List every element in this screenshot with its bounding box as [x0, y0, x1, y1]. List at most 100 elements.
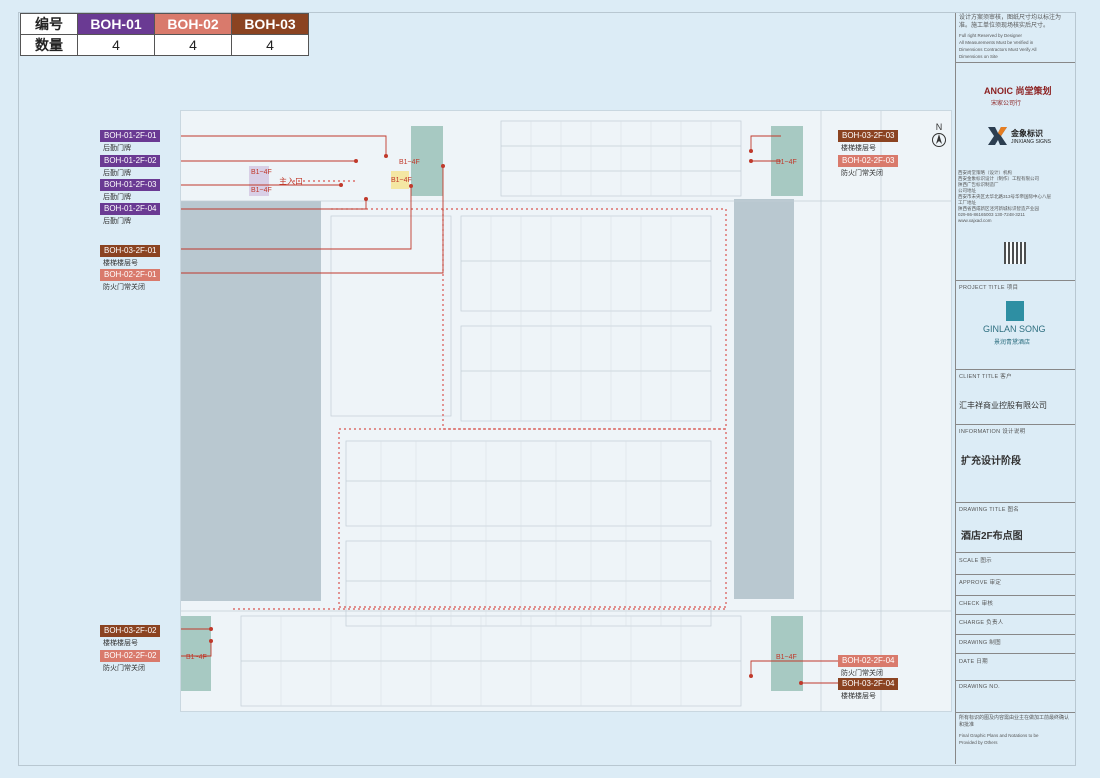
qr-code-icon	[1004, 242, 1026, 264]
callout-boh-01-2f-04: BOH-01-2F-04	[100, 203, 161, 215]
legend-boh01-code: BOH-01	[77, 13, 155, 35]
leader-lines	[181, 135, 841, 684]
callout-boh-03-2f-04-sub: 楼梯楼层号	[841, 693, 876, 700]
legend-boh02-qty: 4	[154, 34, 232, 56]
company-line: 西安尚堂策略（设计）机构	[958, 170, 1012, 175]
stair-south-west	[181, 616, 211, 691]
legend-code-label: 编号	[20, 13, 78, 35]
footer-cn: 所有标识的图及内容需由业主在做加工前最终确认和批准	[959, 715, 1070, 728]
floor-plan: B1~4F B1~4F B1~4F B1~4F B1~4F B1~4F B1~4…	[180, 110, 952, 712]
legend-boh02-code: BOH-02	[154, 13, 232, 35]
east-block	[734, 199, 794, 599]
callout-boh-01-2f-02-sub: 后勤门牌	[103, 170, 131, 177]
room-grid	[181, 111, 951, 711]
company-line: 029-86-86165003 130-7248-3211	[958, 212, 1025, 217]
west-block	[181, 201, 321, 601]
callout-boh-02-2f-04: BOH-02-2F-04	[838, 655, 899, 667]
callout-boh-01-2f-02: BOH-01-2F-02	[100, 155, 161, 167]
stair-label-entrance: B1~4F	[391, 177, 412, 184]
stair-north-west	[411, 126, 443, 196]
notes-en: Full right Reserved by Designer All Meas…	[959, 32, 1071, 60]
project-logo: GINLAN SONG	[983, 324, 1046, 334]
footer-en-line: Final Graphic Plans and Notations to be	[959, 733, 1039, 738]
project-logo-sub: 景润青黛酒店	[994, 340, 1031, 346]
callout-boh-02-2f-01-sub: 防火门常关闭	[103, 284, 145, 291]
notes-en-line: Full right Reserved by Designer	[959, 33, 1023, 38]
callout-boh-03-2f-02: BOH-03-2F-02	[100, 625, 161, 637]
stair-label-north-west: B1~4F	[399, 159, 420, 166]
project-logo-icon	[1006, 301, 1024, 321]
notes-en-line: All Measurements Must be Verified in	[959, 40, 1034, 45]
client-name: 汇丰祥商业控股有限公司	[959, 401, 1047, 410]
brand2-sub: JINXIANG SIGNS	[1011, 139, 1052, 145]
callout-boh-02-2f-02-sub: 防火门常关闭	[103, 665, 145, 672]
title-block: 设计方案须审核，图纸尺寸均以标注为准。施工单位须现场核实后尺寸。 Full ri…	[955, 12, 1076, 764]
company-line: 西安金象标识设计（制作）工程有限公司	[958, 176, 1039, 181]
north-arrow-icon	[932, 133, 946, 147]
callout-boh-03-2f-03-sub: 楼梯楼层号	[841, 145, 876, 152]
notes-en-line: Dimensions on Site	[959, 54, 998, 59]
company-line: 西安市未央区太华北路313号华帝国际中心八层	[958, 194, 1052, 199]
drawing-title-label: DRAWING TITLE 图名	[959, 507, 1020, 513]
room-dividers	[280, 121, 712, 706]
leader-dots	[209, 149, 803, 685]
approve-label: APPROVE 审定	[959, 580, 1002, 586]
callout-boh-01-2f-01: BOH-01-2F-01	[100, 130, 161, 142]
stair-label-south-east: B1~4F	[776, 654, 797, 661]
design-phase: 扩充设计阶段	[961, 456, 1021, 467]
company-line: www.xajxad.com	[958, 218, 992, 223]
north-label: N	[935, 122, 943, 132]
fire-zones	[233, 180, 727, 610]
drawing-no-label: DRAWING NO.	[959, 684, 1000, 690]
company-info: 西安尚堂策略（设计）机构 西安金象标识设计（制作）工程有限公司 陕西广告标识制造…	[958, 170, 1074, 224]
stair-label-boh-2: B1~4F	[251, 187, 272, 194]
callout-boh-02-2f-03: BOH-02-2F-03	[838, 155, 899, 167]
callout-boh-03-2f-01: BOH-03-2F-01	[100, 245, 161, 257]
footer-en: Final Graphic Plans and Notations to be …	[959, 732, 1073, 746]
callout-boh-03-2f-04: BOH-03-2F-04	[838, 678, 899, 690]
drawing-name: 酒店2F布点图	[961, 531, 1023, 542]
scale-label: SCALE 图示	[959, 558, 992, 564]
callout-boh-03-2f-02-sub: 楼梯楼层号	[103, 640, 138, 647]
callout-boh-02-2f-01: BOH-02-2F-01	[100, 269, 161, 281]
brand2-mark	[986, 125, 1007, 147]
check-label: CHECK 审核	[959, 601, 994, 607]
drawing-by-label: DRAWING 制图	[959, 640, 1001, 646]
boh-zone	[249, 166, 269, 196]
project-title-label: PROJECT TITLE 项目	[959, 285, 1019, 291]
callout-boh-01-2f-03-sub: 后勤门牌	[103, 194, 131, 201]
callout-boh-03-2f-03: BOH-03-2F-03	[838, 130, 899, 142]
floor-plan-drawing	[181, 111, 951, 711]
client-title-label: CLIENT TITLE 客户	[959, 374, 1012, 380]
legend-qty-label: 数量	[20, 34, 78, 56]
brand1-sub: 宋家公司行	[991, 101, 1022, 107]
company-line: 陕西省西咸新区泾河新城标识智造产业园	[958, 206, 1039, 211]
callout-boh-03-2f-01-sub: 楼梯楼层号	[103, 260, 138, 267]
footer-en-line: Provided by Others	[959, 740, 998, 745]
callout-boh-01-2f-01-sub: 后勤门牌	[103, 145, 131, 152]
legend-boh03-qty: 4	[231, 34, 309, 56]
main-entrance-label: 主入口	[279, 177, 303, 186]
date-label: DATE 日期	[959, 659, 988, 665]
north-arrow: N	[931, 122, 947, 153]
notes-en-line: Dimensions Contractors Must Verify All	[959, 47, 1037, 52]
callout-boh-02-2f-03-sub: 防火门常关闭	[841, 170, 883, 177]
stair-south-east	[771, 616, 803, 691]
brand1-logo: ANOIC 尚堂策划	[984, 86, 1052, 96]
stair-label-boh: B1~4F	[251, 169, 272, 176]
entrance-zone	[391, 171, 409, 189]
brand2-icon	[988, 127, 1007, 145]
callout-boh-01-2f-03: BOH-01-2F-03	[100, 179, 161, 191]
information-label: INFORMATION 设计说明	[959, 429, 1026, 435]
company-line: 公司地址	[958, 188, 976, 193]
company-line: 工厂地址	[958, 200, 976, 205]
legend-boh03-code: BOH-03	[231, 13, 309, 35]
stair-label-north-east: B1~4F	[776, 159, 797, 166]
charge-label: CHARGE 负责人	[959, 620, 1004, 626]
brand2-name: 金象标识	[1011, 129, 1043, 138]
callout-boh-01-2f-04-sub: 后勤门牌	[103, 218, 131, 225]
legend-boh01-qty: 4	[77, 34, 155, 56]
callout-boh-02-2f-04-sub: 防火门常关闭	[841, 670, 883, 677]
callout-boh-02-2f-02: BOH-02-2F-02	[100, 650, 161, 662]
notes-cn: 设计方案须审核，图纸尺寸均以标注为准。施工单位须现场核实后尺寸。	[959, 15, 1062, 29]
